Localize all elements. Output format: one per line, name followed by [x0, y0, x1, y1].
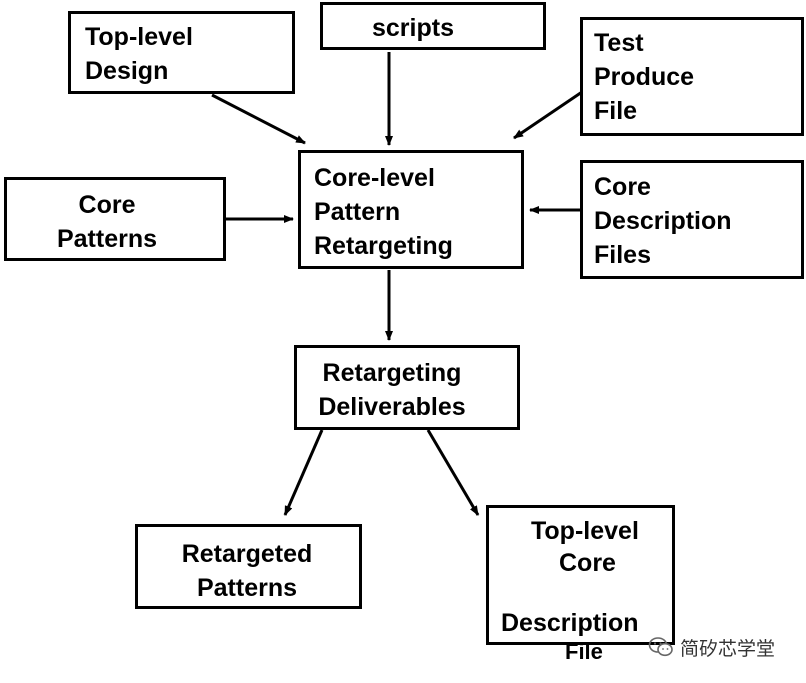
- top-level-design-box: Top-level Design: [68, 11, 295, 94]
- scripts-box: scripts: [320, 2, 546, 50]
- watermark: 简矽芯学堂: [648, 633, 775, 661]
- retargeted-patterns-label: Retargeted Patterns: [181, 540, 313, 602]
- top-level-design-label: Top-level Design: [85, 23, 193, 85]
- retargeted-patterns-box: Retargeted Patterns: [135, 524, 362, 609]
- arrow-deliverables-to-retargeted-patterns: [283, 429, 324, 516]
- arrow-top-level-design-to-core-level: [211, 93, 306, 145]
- test-produce-file-label: Test Produce File: [594, 29, 695, 125]
- top-level-core-line3: Description: [501, 609, 639, 637]
- retargeting-deliverables-label: Retargeting Deliverables: [318, 359, 466, 421]
- arrow-deliverables-to-top-level-core-file: [426, 429, 480, 516]
- core-level-pattern-retargeting-label: Core-level Pattern Retargeting: [314, 164, 453, 260]
- arrow-test-produce-to-core-level: [513, 90, 583, 140]
- top-level-core-line1: Top-level: [531, 517, 639, 545]
- core-level-pattern-retargeting-box: Core-level Pattern Retargeting: [298, 150, 524, 269]
- core-patterns-label: Core Patterns: [56, 191, 158, 253]
- top-level-core-line4: File: [565, 639, 603, 664]
- core-description-files-label: Core Description Files: [594, 173, 732, 269]
- retargeting-deliverables-box: Retargeting Deliverables: [294, 345, 520, 430]
- watermark-text: 简矽芯学堂: [680, 637, 776, 660]
- top-level-core-line2: Core: [559, 549, 616, 577]
- core-patterns-box: Core Patterns: [4, 177, 226, 261]
- scripts-label: scripts: [372, 14, 454, 42]
- core-description-files-box: Core Description Files: [580, 160, 804, 279]
- wechat-icon: [648, 637, 673, 657]
- top-level-core-description-file-box: Top-level Core Description: [486, 505, 675, 645]
- test-produce-file-box: Test Produce File: [580, 17, 804, 136]
